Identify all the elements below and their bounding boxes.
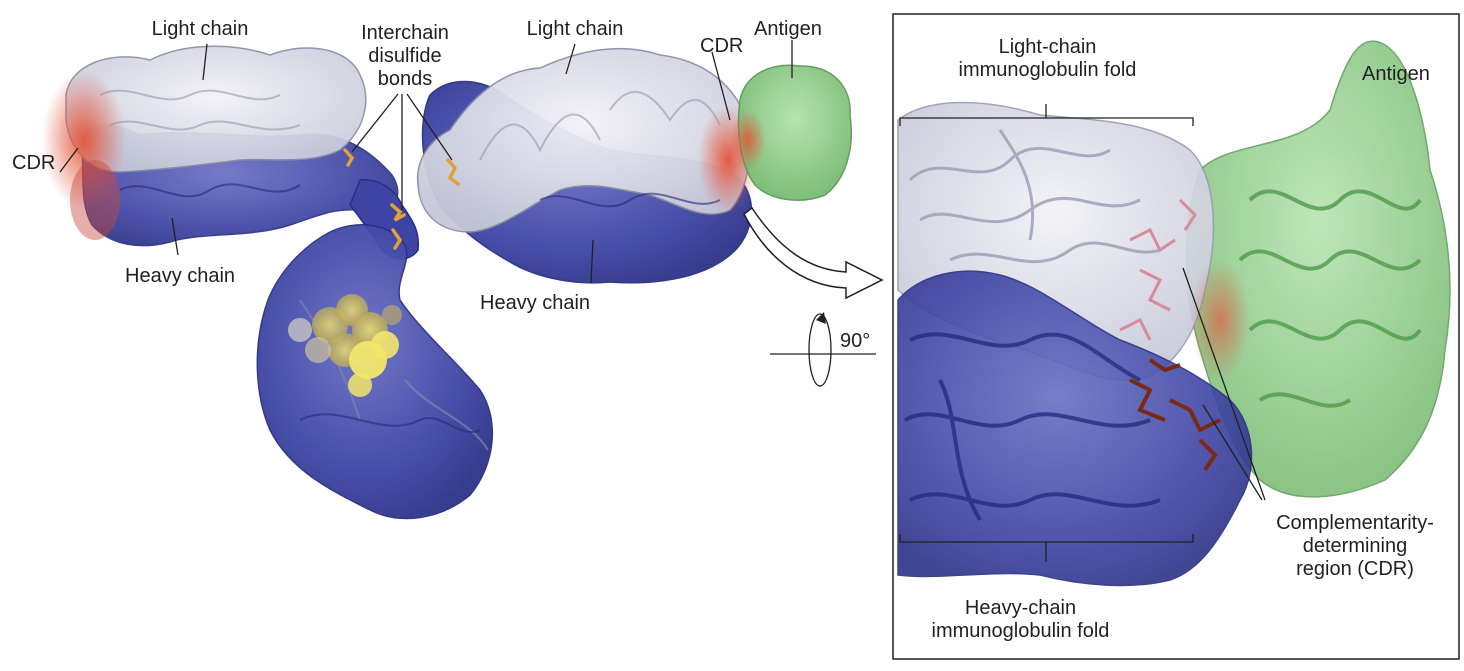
interchain-line-1: Interchain [361,22,449,44]
label-cdr-full: Complementarity- determining region (CDR… [1255,512,1455,581]
label-antigen-left: Antigen [754,18,822,40]
cdr-line-3: region (CDR) [1296,558,1414,580]
cdr-leader-lines [1182,267,1266,501]
heavy-chain-surface [897,270,1253,587]
rotation-indicator [770,312,876,387]
label-rotation: 90° [840,330,871,352]
zoom-arrow [743,206,884,300]
label-light-chain-fold: Light-chain immunoglobulin fold [945,36,1150,82]
heavy-fold-line-1: Heavy-chain [964,597,1077,619]
cdr-sticks-heavy [1129,358,1221,472]
label-cdr-top: CDR [700,35,744,57]
left-fab-light-chain [65,45,367,173]
label-interchain-disulfide: Interchain disulfide bonds [350,22,460,91]
left-leader-lines [59,40,793,284]
light-fold-line-2: immunoglobulin fold [958,59,1137,81]
label-antigen-right: Antigen [1362,63,1430,85]
antigen-left [737,64,852,201]
cdr-line-2: determining [1302,535,1408,557]
interchain-line-2: disulfide [368,45,442,67]
disulfide-bonds [343,148,460,250]
light-chain-fold-bracket [899,104,1194,126]
label-light-chain-right: Light chain [526,18,624,40]
label-heavy-chain-fold: Heavy-chain immunoglobulin fold [918,597,1123,643]
label-cdr-left: CDR [12,152,56,174]
carbohydrate-spheres [288,294,402,397]
label-light-chain-left: Light chain [151,18,249,40]
interchain-line-3: bonds [377,68,433,90]
zoom-panel [892,13,1460,660]
antibody-left-panel [42,45,852,520]
heavy-chain-fold-bracket [899,534,1194,562]
label-heavy-chain-left: Heavy chain [125,265,236,287]
cdr-line-1: Complementarity- [1276,512,1434,534]
label-heavy-chain-right: Heavy chain [480,292,591,314]
light-fold-line-1: Light-chain [998,36,1097,58]
heavy-fold-line-2: immunoglobulin fold [931,620,1110,642]
left-cdr-region [42,70,126,210]
cdr-sticks-light [1119,198,1197,341]
